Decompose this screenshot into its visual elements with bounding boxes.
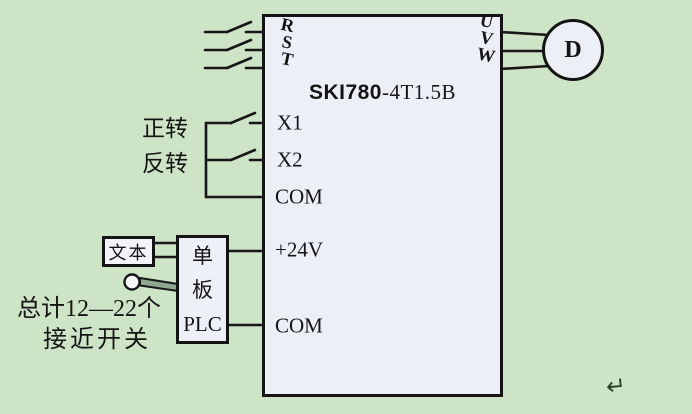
phase-switch-t (203, 56, 270, 70)
terminal-x1-label: X1 (277, 110, 303, 135)
inverter-model-title: SKI780-4T1.5B (262, 80, 503, 105)
forward-switch-x1 (204, 111, 270, 125)
text-panel-box: 文本 (102, 236, 155, 267)
terminal-24v-label: +24V (275, 237, 324, 262)
input-phase-labels: R S T (276, 14, 298, 71)
reverse-switch-x2 (204, 148, 270, 162)
phase-switch-s (203, 38, 270, 52)
motor-label: D (564, 36, 582, 63)
text-panel-label: 文本 (108, 242, 149, 263)
phase-w-label: W (475, 43, 497, 67)
reverse-label: 反转 (142, 151, 188, 176)
phase-t-label: T (279, 47, 296, 71)
forward-label: 正转 (142, 116, 188, 141)
model-prefix: SKI780 (308, 81, 382, 104)
model-suffix: -4T1.5B (381, 80, 457, 104)
sensor-count-text: 总计12—22个 (17, 296, 161, 322)
plc-label-line1: 单 (192, 243, 213, 268)
output-phase-labels: U V W (475, 10, 497, 67)
plc-label-line3: PLC (183, 311, 222, 336)
inverter-box (262, 14, 503, 397)
plc-box: 单 板 PLC (176, 235, 229, 344)
sensor-head (123, 273, 141, 291)
plc-label-line2: 板 (192, 277, 213, 302)
return-mark: ↵ (604, 371, 628, 401)
terminal-com2-label: COM (275, 313, 323, 338)
phase-switch-r (203, 20, 270, 34)
terminal-com1-label: COM (275, 184, 323, 209)
motor-circle: D (542, 19, 604, 81)
terminal-x2-label: X2 (277, 147, 303, 172)
motor-wires (498, 30, 551, 71)
sensor-type-text: 接近开关 (43, 327, 151, 353)
